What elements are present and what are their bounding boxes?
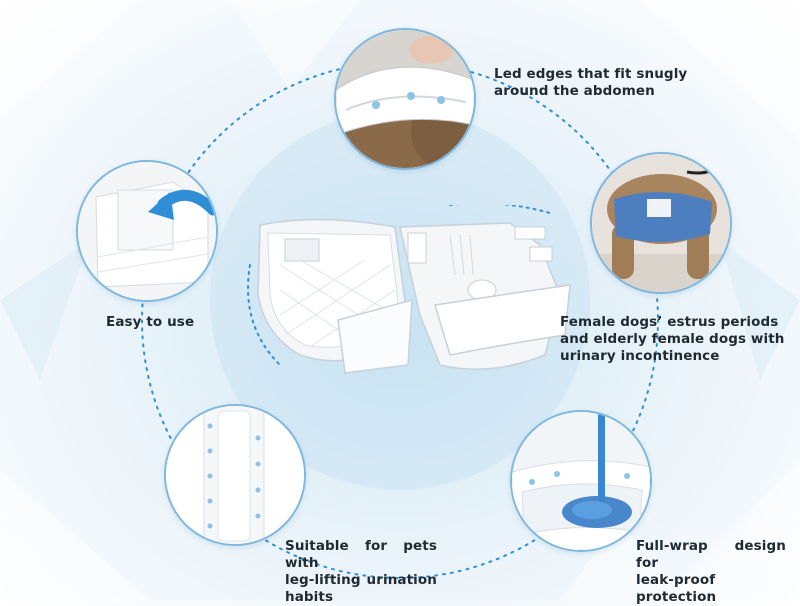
label-abdomen-fit: Led edges that fit snugly around the abd… <box>494 66 688 99</box>
label-female-dogs: Female dogs’ estrus periods and elderly … <box>560 314 785 364</box>
closed-diaper-right <box>399 205 571 370</box>
open-diaper-left <box>257 218 413 374</box>
photo-full-wrap <box>510 410 652 552</box>
label-easy-to-use: Easy to use <box>106 314 195 330</box>
label-leg-lifting: Suitable for pets with leg-lifting urina… <box>285 538 437 605</box>
photo-easy-to-use <box>76 160 218 302</box>
center-diaper-illustration <box>247 205 571 374</box>
photo-leg-lifting <box>164 404 306 546</box>
curved-arrow-icon <box>148 189 216 220</box>
label-full-wrap: Full-wrap design for leak-proof protecti… <box>636 538 786 605</box>
photo-female-dogs <box>590 152 732 294</box>
photo-abdomen-fit <box>334 28 476 170</box>
